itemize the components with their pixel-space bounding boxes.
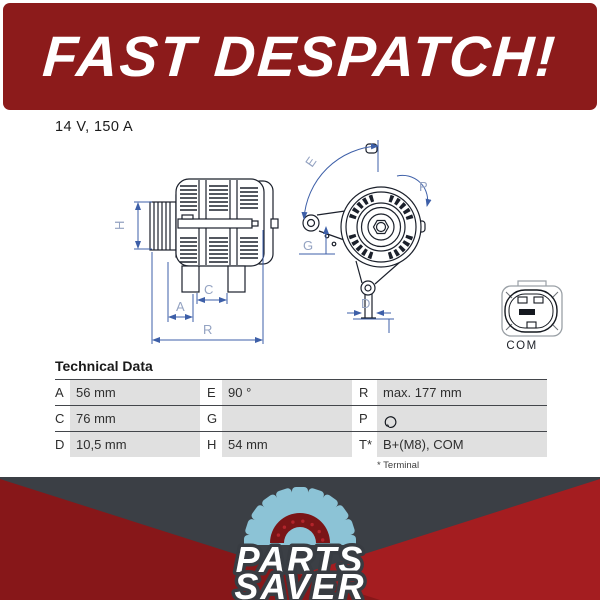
side-dimensions [134, 201, 264, 344]
cell-value: 54 mm [222, 432, 352, 457]
spec-text: 14 V, 150 A [55, 119, 134, 135]
dim-label-h: H [112, 221, 127, 230]
cell-value: B+(M8), COM [377, 432, 547, 457]
dim-label-g: G [303, 238, 313, 253]
cell-value: 56 mm [70, 380, 200, 405]
table-title: Technical Data [55, 358, 153, 374]
cell-key: G [207, 406, 222, 431]
dim-label-a: A [176, 299, 185, 314]
cell-key: C [55, 406, 70, 431]
banner-text: FAST DESPATCH! [40, 24, 560, 89]
cell-key: E [207, 380, 222, 405]
table-row: A 56 mm E 90 ° R max. 177 mm [55, 379, 547, 405]
connector-pin [526, 321, 537, 329]
top-lug [365, 143, 378, 154]
brake-disc-icon [270, 513, 330, 543]
cell-value: 10,5 mm [70, 432, 200, 457]
bottom-arm [355, 260, 401, 285]
connector-label: COM [506, 340, 537, 352]
cell-key: P [359, 406, 377, 431]
through-bolt [177, 218, 253, 229]
cooling-fins [180, 185, 258, 263]
terminal-footnote: * Terminal [377, 460, 420, 471]
cell-value: 76 mm [70, 406, 200, 431]
brand-line2: SAVER [234, 566, 365, 600]
ribbon-left [0, 479, 380, 600]
cell-key: A [55, 380, 70, 405]
cell-key: R [359, 380, 377, 405]
dim-label-c: C [204, 282, 213, 297]
cell-key: D [55, 432, 70, 457]
dim-label-d: D [361, 296, 370, 311]
mount-foot-right [227, 265, 246, 293]
hex-nut [372, 219, 390, 235]
rotation-direction-icon [384, 415, 397, 428]
side-view [149, 178, 279, 293]
gear-icon [244, 487, 356, 545]
technical-data-table: Technical Data A 56 mm E 90 ° R max. 177… [55, 358, 547, 471]
connector-pin [517, 296, 528, 304]
dim-label-e: E [302, 154, 319, 170]
cell-key: H [207, 432, 222, 457]
connector-pin [533, 296, 544, 304]
connector-blade [519, 309, 535, 315]
table-row: D 10,5 mm H 54 mm T* B+(M8), COM [55, 431, 547, 457]
dim-label-p: P [419, 179, 428, 194]
alternator-technical-drawing: H A C R [112, 140, 563, 352]
rotation-arrow [396, 174, 432, 207]
cell-value: max. 177 mm [377, 380, 547, 405]
fast-despatch-banner: FAST DESPATCH! [3, 3, 597, 110]
cell-value: 90 ° [222, 380, 352, 405]
front-dimensions [299, 140, 432, 333]
terminal-stub [270, 218, 279, 229]
rotation-cell [377, 406, 547, 431]
brand-line1: PARTS [236, 539, 365, 580]
table-row: C 76 mm G P [55, 405, 547, 431]
mount-foot-left [181, 265, 200, 293]
parts-saver-logo-band: PARTS SAVER [0, 477, 600, 600]
connector-diagram [501, 280, 563, 337]
front-view [302, 143, 426, 319]
ribbon-right [220, 479, 600, 600]
cell-value [222, 406, 352, 431]
dim-label-r: R [203, 322, 212, 337]
cell-key: T* [359, 432, 377, 457]
disc-dots [276, 519, 325, 542]
